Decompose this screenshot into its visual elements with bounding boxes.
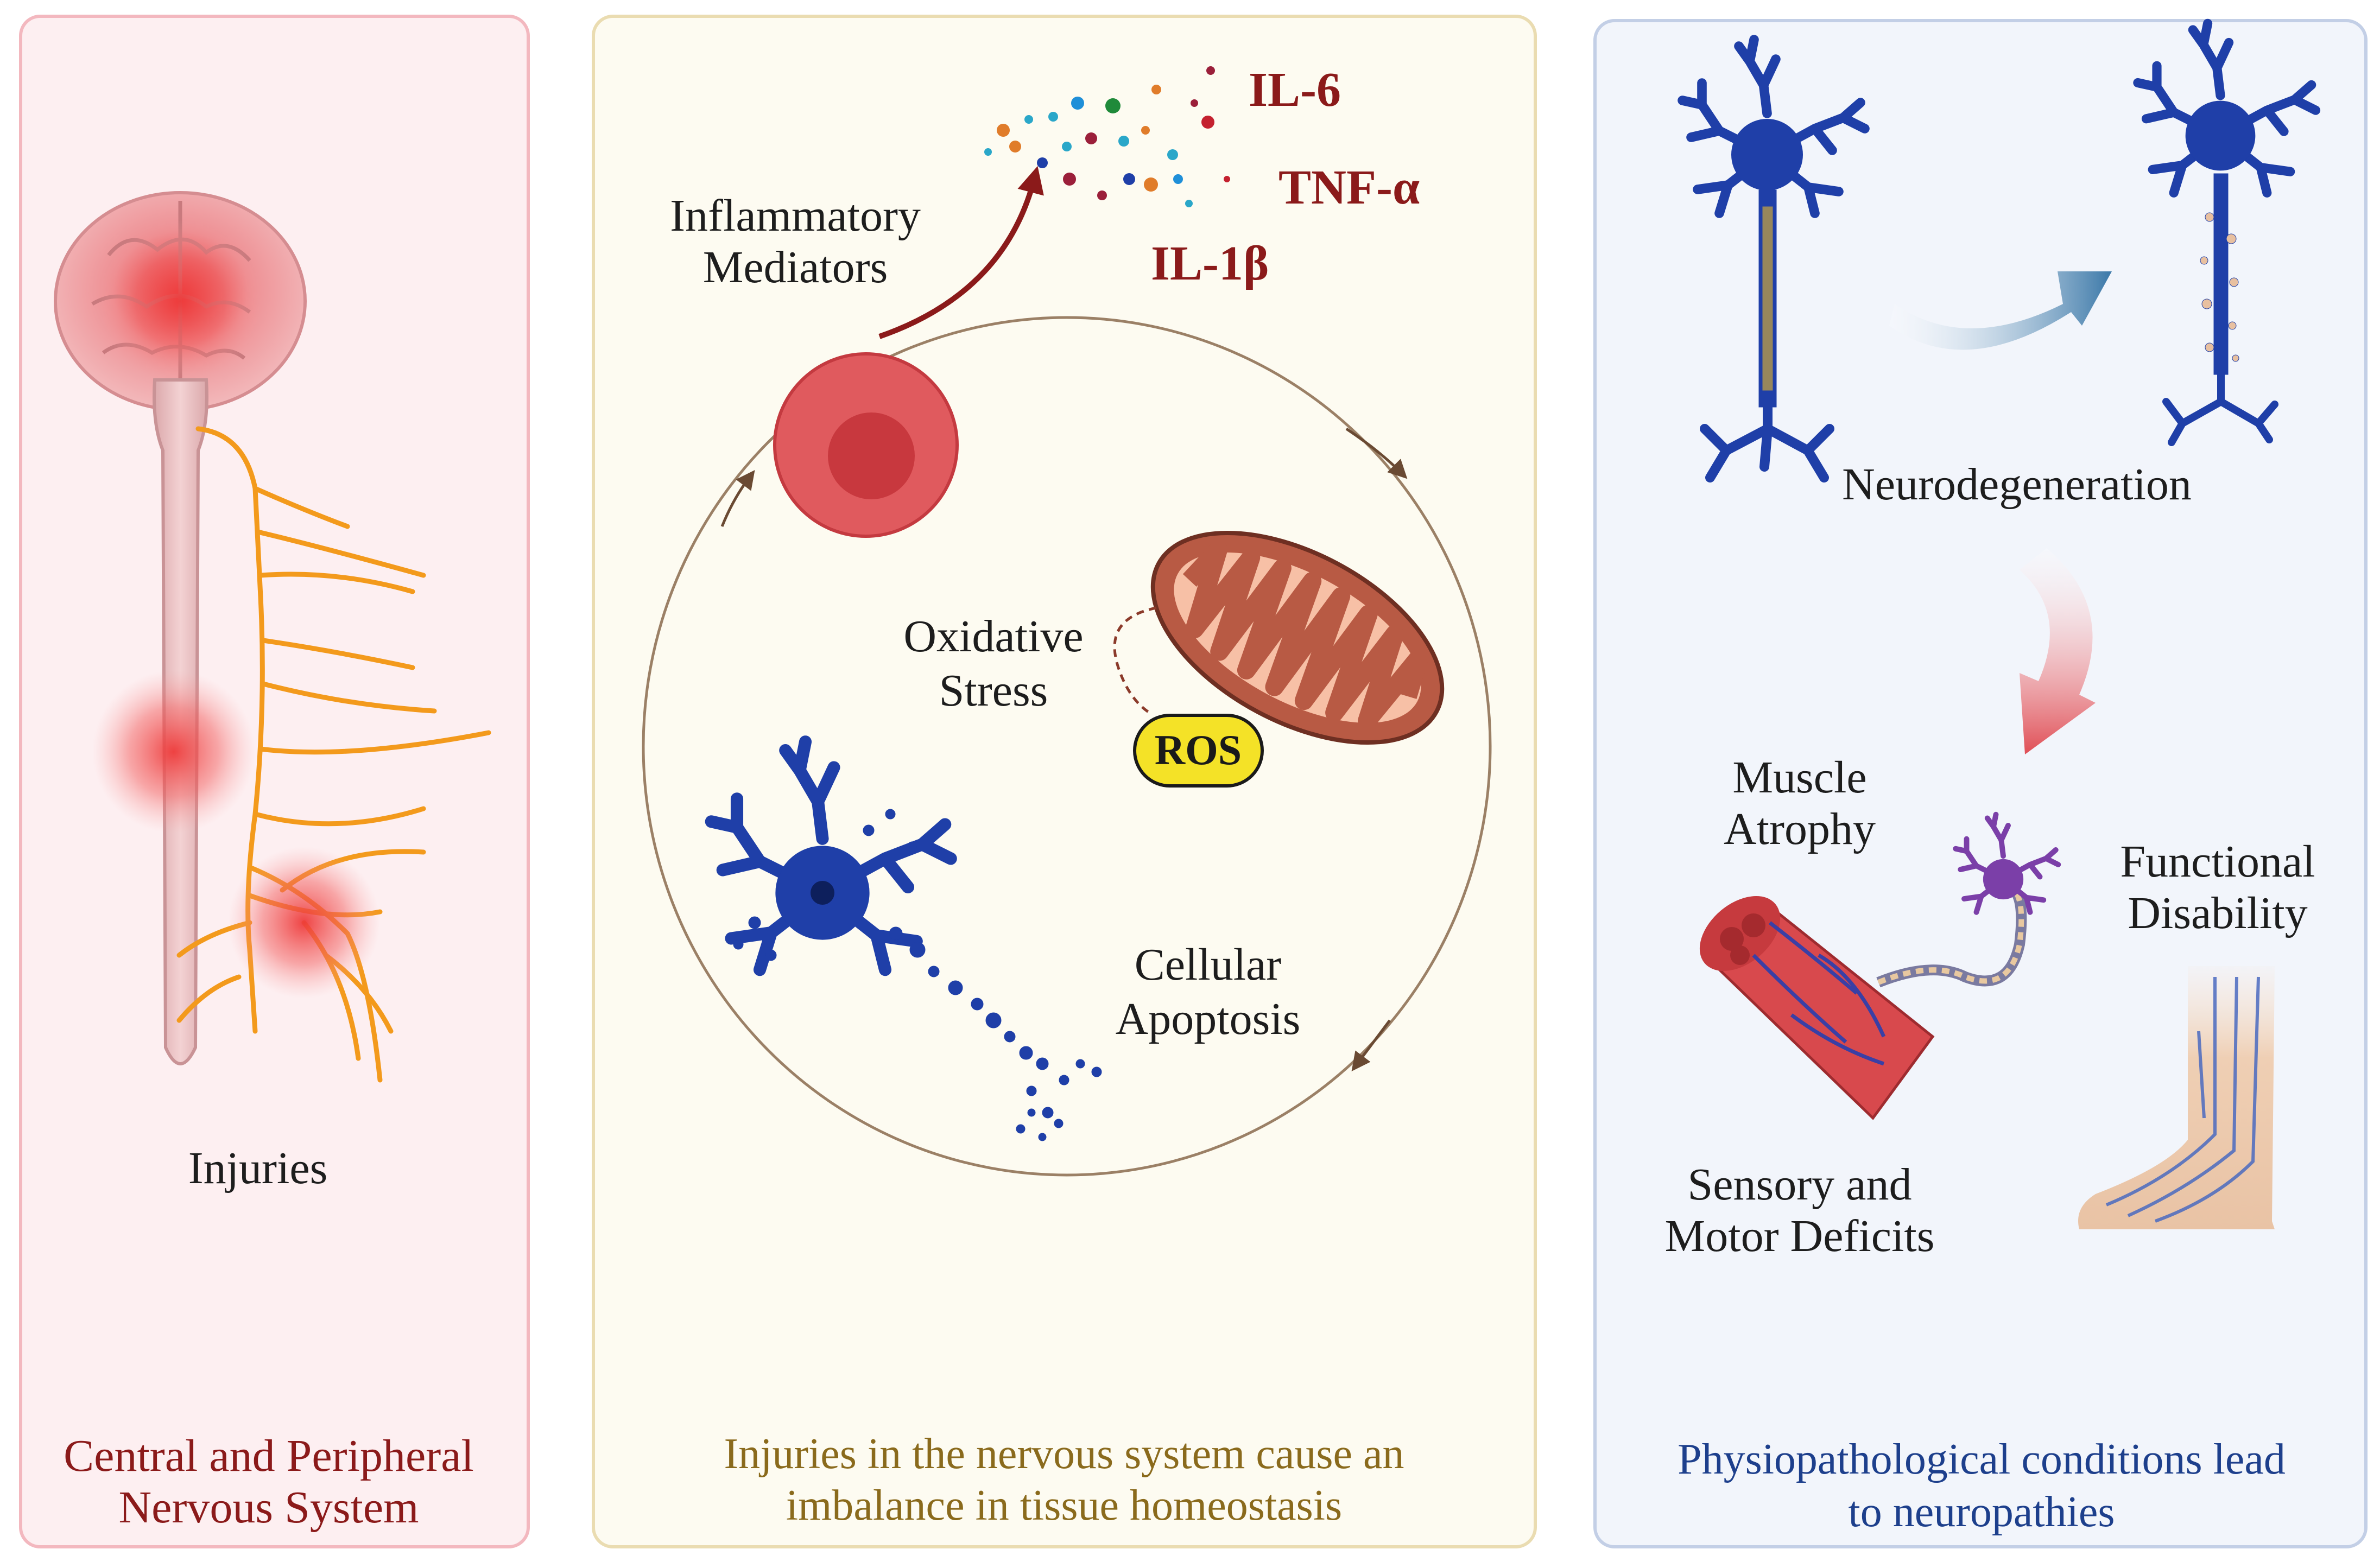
progression-arrow: [2020, 548, 2096, 754]
panel-right: Neurodegeneration Muscle Atrophy Functio…: [1593, 19, 2368, 1548]
ros-badge: ROS: [1133, 714, 1264, 788]
degenerating-neuron-icon: [2138, 23, 2316, 446]
injuries-label: Injuries: [188, 1143, 328, 1193]
muscle-label-line2: Atrophy: [1724, 804, 1876, 854]
inflammatory-label-line2: Mediators: [703, 242, 888, 293]
mediator-release-arrow: [878, 166, 1044, 339]
panel-middle: Inflammatory Mediators IL-6 TNF-α IL-1β …: [592, 15, 1537, 1548]
right-caption-line1: Physiopathological conditions lead: [1678, 1436, 2286, 1483]
inflammatory-cell-icon: [773, 352, 959, 538]
middle-caption-line1: Injuries in the nervous system cause an: [724, 1430, 1404, 1478]
sensory-label-line2: Motor Deficits: [1665, 1211, 1935, 1261]
left-caption-line1: Central and Peripheral: [64, 1431, 474, 1481]
right-caption-line2: to neuropathies: [1849, 1488, 2115, 1536]
neurodegeneration-label: Neurodegeneration: [1842, 459, 2192, 510]
cycle-arrow-left: [720, 469, 755, 527]
middle-caption-line2: imbalance in tissue homeostasis: [786, 1482, 1342, 1529]
oxidative-label-line1: Oxidative: [903, 611, 1083, 662]
panel-right-frame: [1593, 19, 2368, 1548]
svg-text:ROS: ROS: [1155, 726, 1242, 773]
brain-icon: [54, 191, 307, 411]
cycle-arrow-right: [1351, 1019, 1391, 1071]
ros-connector: [1113, 606, 1157, 715]
inflammatory-label-line1: Inflammatory: [670, 191, 921, 241]
leg-icon: [2078, 966, 2275, 1229]
muscle-label-line1: Muscle: [1732, 752, 1866, 803]
cycle-arrow-top: [1345, 427, 1408, 479]
apoptosis-label-line1: Cellular: [1135, 939, 1282, 990]
cytokine-particles: [984, 66, 1230, 207]
oxidative-label-line2: Stress: [939, 665, 1048, 716]
sensory-label-line1: Sensory and: [1688, 1159, 1912, 1210]
healthy-neuron-icon: [1682, 40, 1865, 482]
neuron-icon: [711, 742, 1102, 1141]
panel-left: Injuries Central and Peripheral Nervous …: [19, 15, 530, 1548]
cytokine-il1b: IL-1β: [1151, 237, 1269, 290]
homeostasis-cycle: [642, 316, 1492, 1177]
left-caption-line2: Nervous System: [119, 1482, 419, 1533]
functional-label-line2: Disability: [2128, 888, 2307, 938]
functional-label-line1: Functional: [2120, 836, 2315, 887]
motor-axon-myelin: [1877, 888, 2024, 985]
cytokine-il6: IL-6: [1249, 63, 1341, 117]
injury-glow-nerve: [228, 847, 380, 999]
apoptosis-label-line2: Apoptosis: [1116, 994, 1301, 1044]
mitochondrion-icon: [1150, 530, 1445, 745]
degeneration-arrow: [1889, 271, 2112, 350]
injury-glow-cord: [92, 670, 255, 833]
cytokine-tnf: TNF-α: [1278, 161, 1420, 214]
muscle-fiber-icon: [1699, 896, 1935, 1120]
